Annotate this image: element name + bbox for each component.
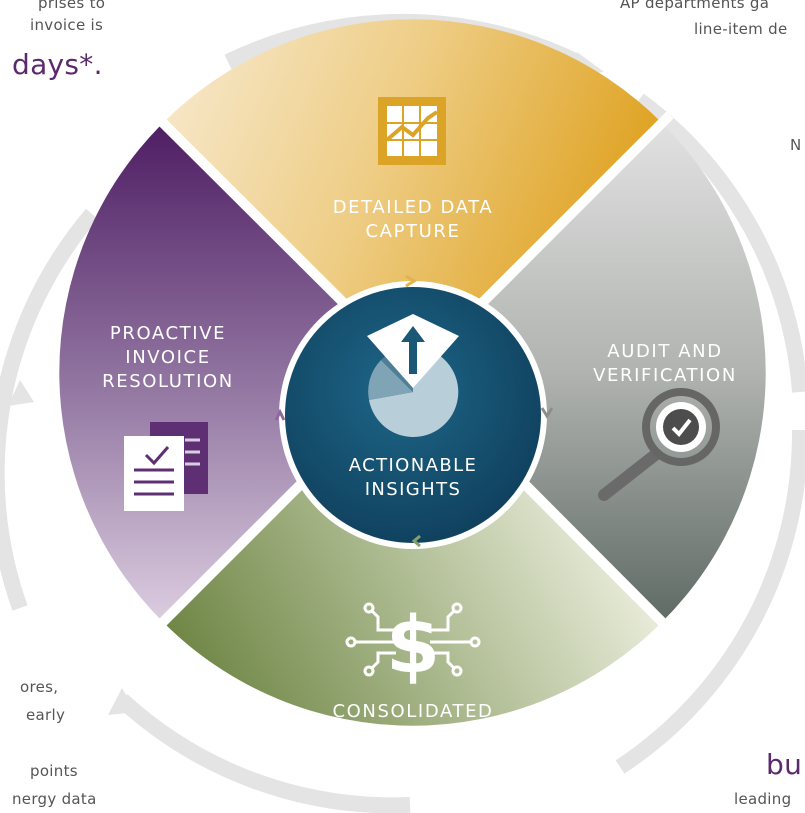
edge-text-top-right-2: line-item de — [694, 20, 788, 38]
edge-text-bottom-left-2: early — [26, 706, 66, 724]
segment-label-detailed-data-capture: DETAILED DATA CAPTURE — [332, 197, 494, 242]
segment-audit-and-verification — [413, 123, 766, 622]
edge-text-bottom-left-3: points — [30, 762, 78, 780]
edge-text-bottom-left-4: nergy data — [12, 790, 97, 808]
dollar-circuit-icon — [345, 602, 481, 677]
magnifier-check-icon — [598, 388, 720, 501]
pie-arrow-icon — [367, 314, 459, 437]
segment-detailed-data-capture — [163, 19, 662, 372]
edge-text-top-left-2: invoice is — [30, 16, 104, 34]
center-label-actionable-insights: ACTIONABLE INSIGHTS — [348, 455, 478, 500]
dollar-sign-glyph: $ — [386, 601, 440, 691]
segment-label-audit-and-verification: AUDIT AND VERIFICATION — [593, 341, 737, 386]
edge-text-bottom-left-1: ores, — [20, 678, 59, 696]
chart-icon — [378, 97, 446, 165]
edge-text-right-1: N — [790, 136, 802, 154]
segment-label-consolidated-payment: CONSOLIDATED PAYMENT — [332, 701, 494, 746]
edge-text-top-left-1: prises to — [38, 0, 106, 12]
edge-text-top-left-big: days*. — [12, 48, 103, 81]
edge-text-bottom-right-2: leading — [734, 790, 792, 808]
segment-label-proactive-invoice-resolution: PROACTIVE INVOICE RESOLUTION — [102, 323, 234, 392]
edge-text-bottom-right-big: bu — [766, 748, 803, 781]
halo-chevrons — [274, 274, 554, 548]
edge-text-top-right-1: AP departments ga — [620, 0, 770, 12]
document-check-icon — [124, 422, 208, 511]
